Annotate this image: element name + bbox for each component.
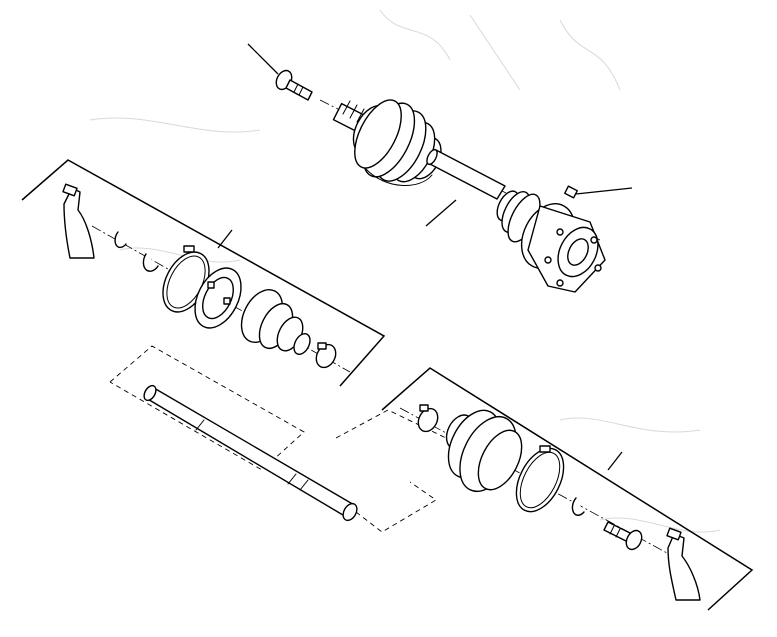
outer-circlip [571,497,585,516]
bare-shaft [143,384,358,522]
shaft-assembly [319,99,606,293]
outer-joint-boot-kit [335,367,754,611]
background-ghost-lines [89,9,721,533]
inner-joint-cage [194,267,242,329]
bare-shaft-dashed-outline [355,481,437,533]
inner-boot [240,289,311,356]
outer-large-clamp [515,445,565,513]
inner-small-clamp [315,342,337,369]
inner-kit-frame [21,159,386,387]
assembled-inner-boot [496,190,541,243]
inner-retaining-ring [142,253,159,272]
outer-small-clamp [417,404,439,433]
shaft-flange-bolt [247,43,313,101]
outer-grease-tube [666,527,701,601]
inner-grease-tube [62,183,95,259]
outer-kit-frame [381,367,754,611]
inner-joint-boot-kit [21,159,386,387]
outer-boot [445,409,523,492]
outer-hub-bolt [603,521,643,551]
inner-kit-dashed-outline [109,345,305,471]
inner-circlip [114,231,127,249]
assembled-shaft-tube [426,148,506,200]
assembled-outer-boot [354,99,442,186]
shaft-assembly-leader [425,199,457,227]
assembled-inner-flange [520,203,606,293]
flange-small-bolt [564,185,633,199]
